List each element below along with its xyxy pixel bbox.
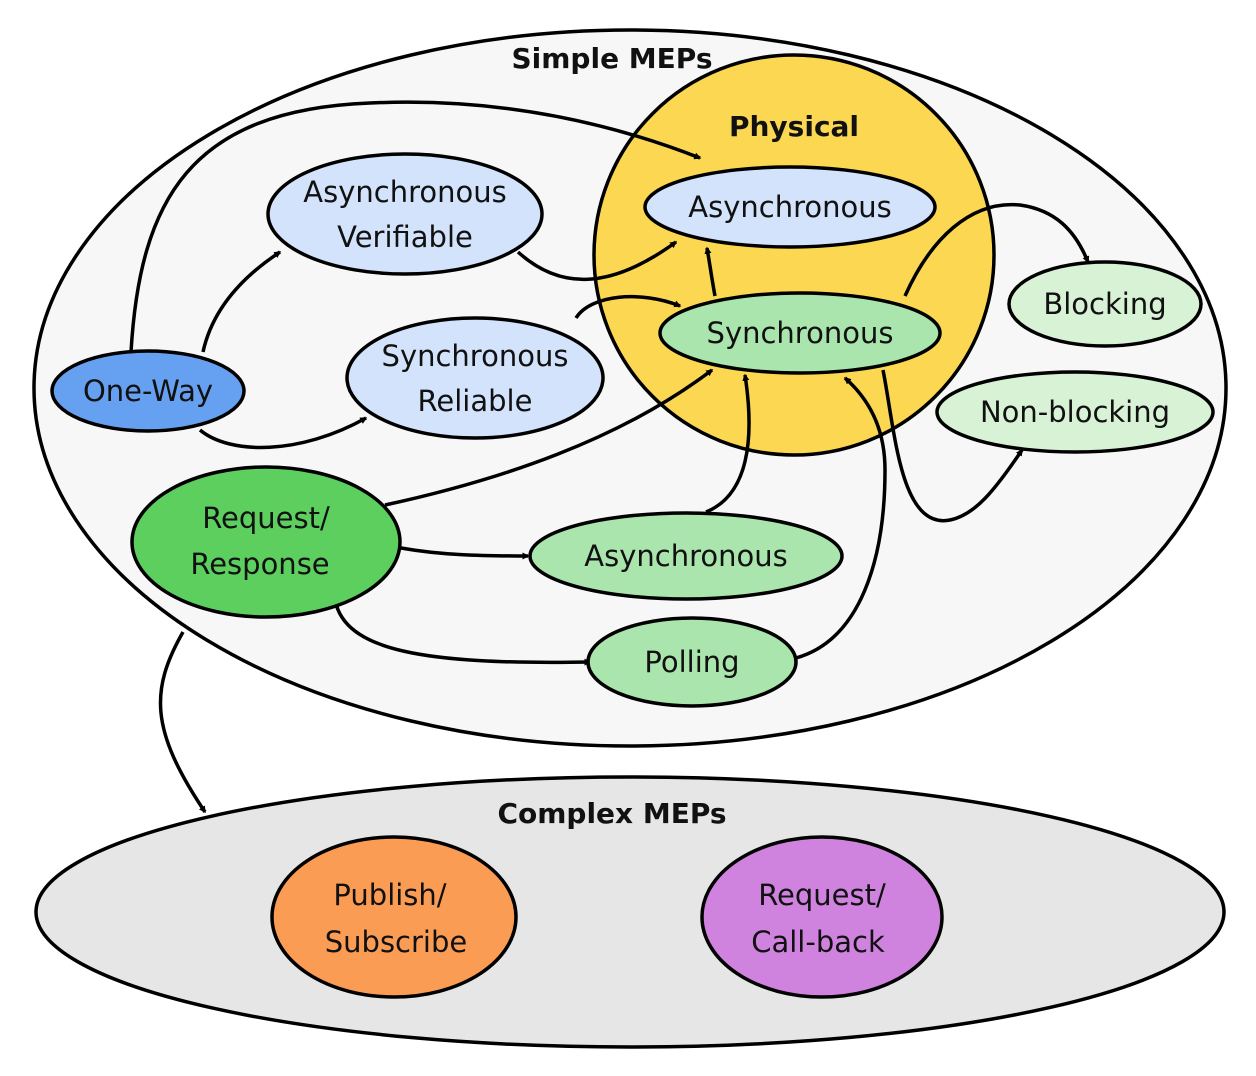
- edge-physical-synchronous-to-physical-asynchronous: [704, 246, 717, 297]
- node-synchronous-reliable: Synchronous Reliable: [345, 316, 605, 440]
- node-publish-subscribe-label-1: Publish/: [333, 878, 446, 912]
- node-one-way-label: One-Way: [83, 374, 213, 408]
- node-request-callback-label-1: Request/: [758, 878, 886, 912]
- edge-one-way-to-physical-asynchronous: [129, 100, 702, 353]
- node-synchronous-reliable-label-1: Synchronous: [382, 339, 569, 373]
- node-request-response-shape: [130, 465, 402, 619]
- node-non-blocking-shape: [935, 370, 1215, 454]
- edge-one-way-to-synchronous-reliable: [198, 416, 368, 450]
- node-blocking: Blocking: [1007, 260, 1203, 348]
- node-publish-subscribe-shape: [270, 835, 518, 999]
- node-publish-subscribe-label-2: Subscribe: [325, 925, 467, 959]
- node-blocking-label: Blocking: [1043, 287, 1166, 321]
- node-request-response-label-1: Request/: [202, 501, 330, 535]
- edge-request-response-to-asynchronous: [400, 546, 530, 560]
- edge-one-way-to-asynchronous-verifiable: [201, 250, 282, 353]
- edge-asynchronous-verifiable-to-physical-asynchronous: [516, 240, 678, 281]
- node-physical-asynchronous: Asynchronous: [643, 165, 937, 249]
- node-request-callback-label-2: Call-back: [751, 925, 885, 959]
- edge-asynchronous-to-physical-synchronous: [705, 373, 751, 514]
- node-synchronous-reliable-label-2: Reliable: [418, 384, 533, 418]
- node-polling-label: Polling: [644, 645, 739, 679]
- physical-title: Physical: [729, 110, 859, 143]
- edge-request-response-to-polling: [333, 599, 592, 666]
- node-request-response-label-2: Response: [190, 547, 329, 581]
- edge-simple-meps-to-complex-meps: [158, 631, 207, 814]
- node-non-blocking-label: Non-blocking: [980, 395, 1170, 429]
- node-asynchronous-verifiable-label-2: Verifiable: [337, 220, 473, 254]
- complex-meps-title: Complex MEPs: [497, 797, 726, 830]
- node-physical-asynchronous-shape: [643, 165, 937, 249]
- node-physical-synchronous-shape: [658, 291, 942, 375]
- node-request-callback-shape: [700, 835, 944, 999]
- node-one-way-shape: [50, 349, 246, 433]
- node-non-blocking: Non-blocking: [935, 370, 1215, 454]
- node-rr-asynchronous-label: Asynchronous: [584, 539, 787, 573]
- node-request-response: Request/ Response: [130, 465, 402, 619]
- edge-physical-synchronous-to-non-blocking: [881, 369, 1024, 523]
- edge-synchronous-reliable-to-physical-synchronous: [574, 294, 682, 320]
- node-asynchronous-verifiable: Asynchronous Verifiable: [266, 152, 544, 276]
- node-rr-asynchronous-shape: [528, 511, 844, 601]
- node-blocking-shape: [1007, 260, 1203, 348]
- edges: [129, 100, 1090, 814]
- edge-polling-to-physical-synchronous: [795, 376, 887, 660]
- node-physical-asynchronous-label: Asynchronous: [688, 190, 891, 224]
- complex-meps-group: Complex MEPs: [34, 775, 1226, 1049]
- edge-request-response-to-physical-synchronous: [384, 368, 714, 507]
- node-polling-shape: [586, 616, 798, 708]
- node-rr-asynchronous: Asynchronous: [528, 511, 844, 601]
- node-asynchronous-verifiable-label-1: Asynchronous: [303, 175, 506, 209]
- node-physical-synchronous-label: Synchronous: [707, 316, 894, 350]
- edge-physical-synchronous-to-blocking: [903, 202, 1090, 297]
- node-physical-synchronous: Synchronous: [658, 291, 942, 375]
- node-one-way: One-Way: [50, 349, 246, 433]
- simple-meps-title: Simple MEPs: [511, 42, 712, 75]
- node-publish-subscribe: Publish/ Subscribe: [270, 835, 518, 999]
- node-asynchronous-verifiable-shape: [266, 152, 544, 276]
- node-synchronous-reliable-shape: [345, 316, 605, 440]
- node-request-callback: Request/ Call-back: [700, 835, 944, 999]
- node-polling: Polling: [586, 616, 798, 708]
